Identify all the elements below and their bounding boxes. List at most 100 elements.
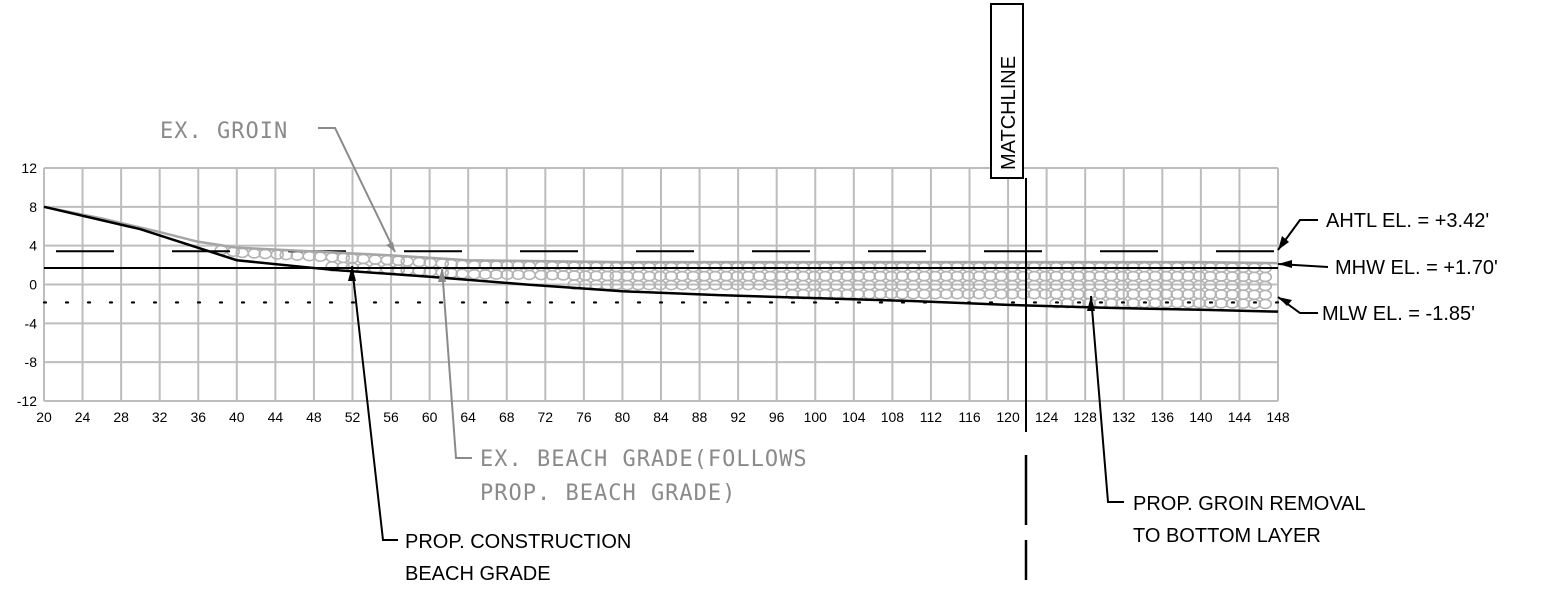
y-tick-label: -12 — [17, 393, 37, 409]
groin-stone — [235, 247, 250, 259]
groin-stone — [1236, 298, 1251, 310]
prop-construction-leader — [351, 265, 398, 541]
x-tick-label: 100 — [804, 409, 828, 425]
groin-stone — [1181, 297, 1196, 309]
groin-stone — [247, 248, 262, 259]
groin-stone — [1203, 297, 1218, 309]
x-tick-label: 40 — [229, 409, 245, 425]
groin-stone — [258, 248, 273, 260]
groin-stone — [290, 250, 305, 261]
groin-stone — [917, 288, 932, 300]
groin-stone — [1170, 297, 1185, 309]
y-tick-label: 0 — [29, 277, 37, 293]
groin-stone — [1247, 280, 1262, 292]
groin-stone — [567, 270, 582, 281]
groin-stone — [1258, 280, 1273, 292]
y-tick-label: 8 — [29, 199, 37, 215]
groin-stone — [578, 261, 593, 272]
groin-stone — [313, 251, 328, 263]
groin-stone — [368, 254, 383, 265]
ex-groin-arrowhead — [386, 242, 395, 252]
ex-beach-leader — [441, 267, 472, 459]
prop-groin-label-line2: TO BOTTOM LAYER — [1133, 525, 1321, 547]
x-tick-label: 80 — [615, 409, 631, 425]
groin-stone — [1192, 270, 1207, 282]
groin-stone — [642, 279, 657, 291]
groin-stone — [1225, 271, 1240, 282]
groin-stone — [1192, 297, 1207, 309]
groin-stone — [1214, 271, 1229, 282]
groin-stone — [1258, 289, 1273, 301]
groin-stone — [522, 269, 537, 281]
groin-stone — [1192, 288, 1207, 300]
groin-stone — [1247, 289, 1262, 301]
x-tick-label: 52 — [345, 409, 361, 425]
groin-stone — [961, 288, 976, 300]
mlw-arrowhead — [1278, 297, 1292, 306]
groin-stone — [1159, 297, 1174, 309]
x-tick-label: 104 — [842, 409, 866, 425]
x-tick-label: 128 — [1074, 409, 1098, 425]
x-tick-label: 108 — [881, 409, 905, 425]
groin-stone — [774, 279, 789, 291]
groin-stone — [522, 260, 537, 272]
groin-stone — [697, 279, 712, 291]
groin-stone — [534, 269, 549, 281]
x-tick-label: 72 — [538, 409, 554, 425]
groin-stone — [400, 256, 415, 267]
groin-stone — [489, 269, 504, 280]
groin-stone — [500, 269, 515, 281]
groin-stone — [1247, 298, 1262, 310]
groin-stone — [556, 261, 571, 272]
grid — [43, 167, 1279, 402]
prop-groin-arrowhead — [1087, 296, 1095, 311]
mhw-arrowhead — [1278, 260, 1292, 268]
groin-stone — [675, 279, 690, 291]
mhw-label: MHW EL. = +1.70' — [1335, 257, 1498, 279]
ex-groin-line — [43, 205, 1279, 265]
groin-stone — [412, 256, 427, 268]
groin-stone — [939, 288, 954, 300]
groin-stone — [686, 279, 701, 291]
groin-stone — [708, 279, 723, 291]
groin-stone — [741, 279, 756, 291]
groin-stone — [1049, 297, 1064, 309]
mlw-label: MLW EL. = -1.85' — [1322, 303, 1475, 325]
y-tick-label: -8 — [25, 354, 38, 370]
groin-stone — [1225, 298, 1240, 309]
groin-stone — [511, 260, 526, 272]
matchline-box — [990, 3, 1024, 179]
x-tick-label: 96 — [769, 409, 785, 425]
groin-stone — [1225, 280, 1240, 291]
groin-stone — [589, 270, 604, 282]
groin-stone — [983, 288, 998, 300]
groin-stone — [1203, 288, 1218, 300]
groin-stone — [719, 279, 734, 291]
x-tick-label: 56 — [383, 409, 399, 425]
ahtl-arrowhead — [1278, 236, 1289, 250]
x-tick-label: 124 — [1035, 409, 1059, 425]
groin-stone — [356, 253, 371, 265]
groin-stone — [1038, 288, 1053, 300]
groin-stone — [467, 268, 482, 280]
prop-construction-label-line1: PROP. CONSTRUCTION — [405, 531, 631, 553]
ahtl-label: AHTL EL. = +3.42' — [1326, 210, 1489, 232]
groin-stone — [972, 288, 987, 300]
x-tick-label: 28 — [113, 409, 129, 425]
groin-stone — [567, 261, 582, 272]
groin-stone — [556, 270, 571, 281]
x-tick-label: 148 — [1266, 409, 1290, 425]
x-tick-label: 68 — [499, 409, 515, 425]
x-tick-label: 84 — [653, 409, 669, 425]
groin-stone — [578, 270, 593, 281]
ex-beach-arrowhead — [438, 268, 446, 282]
prop-groin-leader — [1090, 295, 1124, 503]
groin-stone — [478, 269, 493, 280]
x-tick-label: 112 — [920, 409, 943, 425]
groin-stone — [1203, 270, 1218, 282]
groin-stone — [785, 288, 800, 300]
groin-stone — [653, 279, 668, 291]
groin-stone — [1258, 298, 1273, 310]
x-tick-label: 48 — [306, 409, 322, 425]
groin-stone — [455, 268, 470, 280]
